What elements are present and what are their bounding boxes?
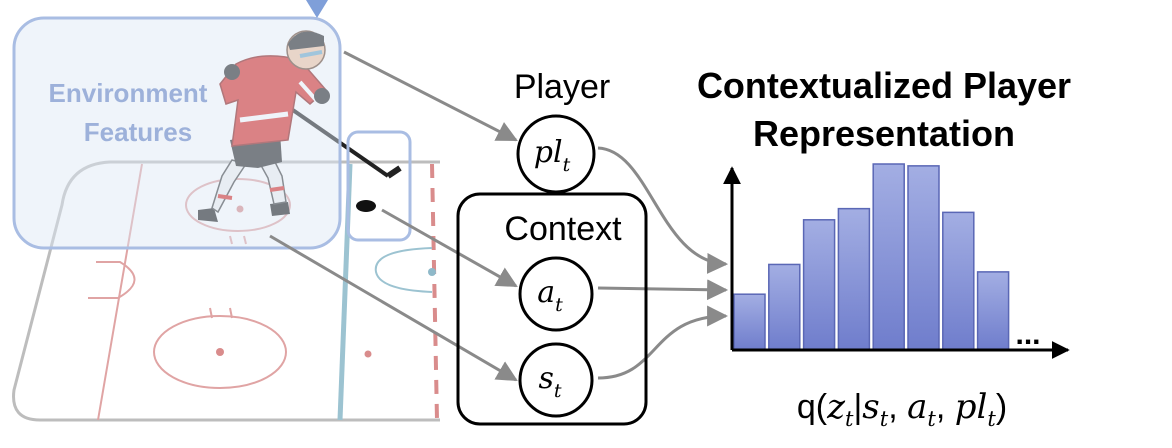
environment-label-line1: Environment [49, 78, 208, 108]
action-node [518, 256, 594, 332]
faceoff-circle-top [185, 178, 291, 232]
environment-label-line2: Features [84, 117, 192, 147]
player-node [516, 114, 596, 194]
context-label: Context [504, 210, 622, 248]
player-node-label: plt [534, 135, 571, 176]
representation-title-line1: Contextualized Player [697, 65, 1071, 106]
hockey-rink [12, 160, 440, 422]
rink-goal-line [97, 163, 143, 421]
representation-title-line2: Representation [753, 113, 1015, 154]
arrow-state-to-dist [597, 305, 729, 380]
connection-arrows [269, 50, 729, 382]
rink-boards [12, 160, 440, 422]
state-node [518, 342, 594, 418]
histogram-ellipsis: ... [1015, 318, 1040, 351]
player-label: Player [514, 68, 610, 106]
action-node-label: at [537, 275, 563, 316]
rink-center-line [430, 163, 439, 421]
histogram-bar [837, 207, 871, 351]
histogram-bar [872, 163, 905, 351]
histogram-bar [802, 219, 836, 351]
arrow-rink-to-state [269, 234, 518, 382]
hockey-puck-icon [356, 200, 376, 212]
histogram-bar [942, 211, 975, 351]
state-node-label: st [538, 361, 561, 402]
selection-marker-icon [306, 0, 328, 18]
representation-formula: q(zt|st, at, plt) [797, 387, 1007, 431]
arrow-env-to-player [343, 50, 518, 142]
center-ice-circle [374, 247, 433, 293]
arrow-player-to-dist [597, 146, 729, 274]
environment-features-box [12, 16, 342, 250]
histogram-bar [907, 165, 940, 351]
distribution-histogram: ... [723, 163, 1070, 359]
arrow-action-to-dist [597, 279, 729, 301]
histogram-bar [976, 271, 1010, 351]
hockey-player-icon [198, 30, 402, 222]
histogram-bar [733, 293, 766, 351]
puck-focus-box [346, 130, 412, 242]
histogram-bar [768, 263, 801, 351]
rink-crease [88, 261, 136, 299]
faceoff-circle-bottom [153, 315, 287, 389]
context-box [456, 192, 648, 426]
arrow-puck-to-action [381, 208, 518, 288]
